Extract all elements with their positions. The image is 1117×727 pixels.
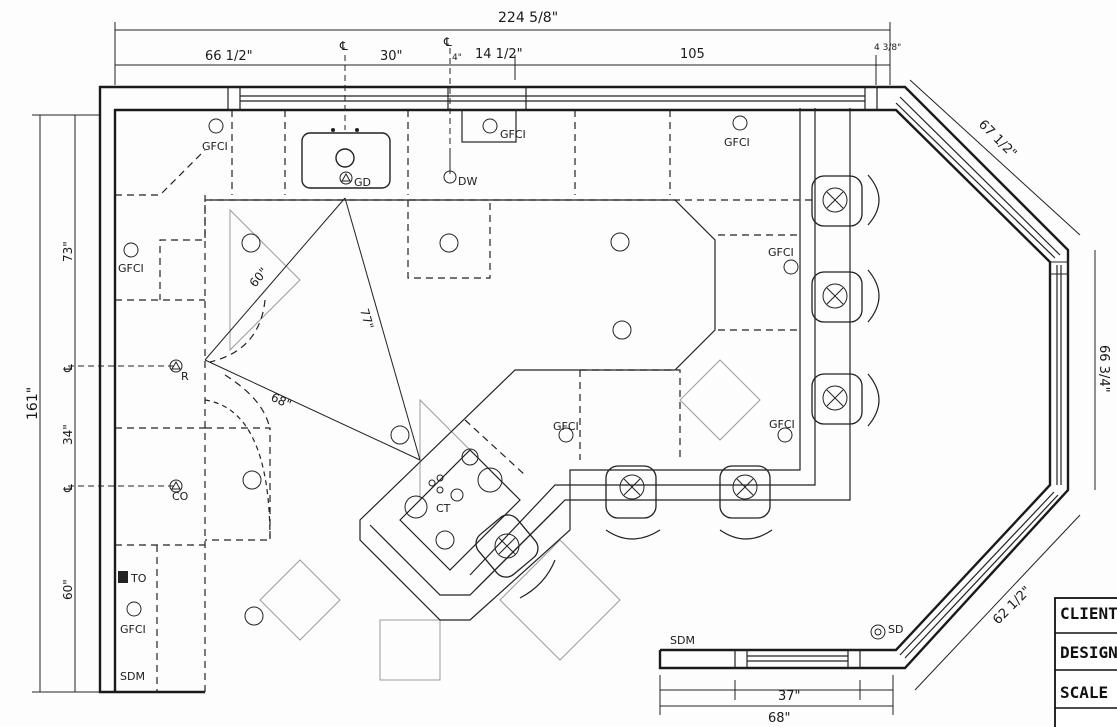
label-ct: CT: [436, 502, 451, 515]
label-sdm-bottom: SDM: [670, 634, 695, 647]
stool-3: [811, 373, 880, 427]
smoke-detector: [870, 624, 886, 640]
base-cabinets: [115, 110, 815, 692]
gfci-box: [461, 109, 517, 143]
recessed-lights: [241, 232, 632, 626]
fixture-labels: GFCI GFCI GFCI GFCI GFCI GFCI GFCI GFCI …: [118, 128, 903, 683]
stool-6: [475, 514, 556, 599]
bar-stools: [475, 174, 880, 599]
dim-top-small: 4": [452, 53, 462, 63]
cooktop: [399, 448, 521, 571]
dim-top-left: 66 1/2": [205, 49, 253, 64]
label-gfci-1: GFCI: [202, 140, 228, 153]
stool-5: [719, 465, 773, 540]
kitchen-island: [210, 108, 851, 621]
dim-left-lower: 60": [61, 579, 75, 600]
label-gd: GD: [354, 176, 371, 189]
sink: [301, 128, 391, 189]
label-gfci-4: GFCI: [118, 262, 144, 275]
label-to: TO: [130, 572, 147, 585]
upper-cabinets: [159, 195, 491, 541]
dim-island-c: 68": [269, 390, 294, 411]
dim-angle-top: 67 1/2": [975, 117, 1019, 161]
dw-marker: [443, 150, 457, 184]
angled-window-bottom: [899, 491, 1059, 659]
dimension-text: 224 5/8" 66 1/2" 30" 4" 14 1/2" 105 4 3/…: [25, 10, 1111, 726]
centerline-dw: ℄: [443, 35, 452, 49]
work-triangle: [204, 197, 421, 461]
right-window: [1049, 261, 1069, 485]
label-dw: DW: [458, 175, 477, 188]
floor-pattern: [229, 208, 761, 681]
top-window: [227, 86, 878, 111]
stool-4: [605, 465, 661, 540]
title-scale: SCALE: [1060, 683, 1108, 702]
centerline-sink: ℄: [339, 39, 348, 53]
dim-right-side: 66 3/4": [1096, 345, 1111, 393]
label-co: CO: [172, 490, 189, 503]
gfci-outlets: [123, 115, 799, 617]
label-gfci-2: GFCI: [500, 128, 526, 141]
dim-top-sink: 30": [380, 49, 403, 64]
angled-window-top: [895, 96, 1061, 259]
label-gfci-8: GFCI: [120, 623, 146, 636]
label-gfci-7: GFCI: [769, 418, 795, 431]
dim-top-dw: 14 1/2": [475, 47, 523, 62]
dim-top-right: 105: [680, 47, 705, 62]
dim-top-corner: 4 3/8": [874, 43, 901, 53]
to-outlet: [118, 571, 128, 583]
label-gfci-3: GFCI: [724, 136, 750, 149]
title-design: DESIGN: [1060, 643, 1117, 662]
dim-bottom-total: 68": [768, 711, 791, 726]
dim-left-upper: 73": [61, 241, 75, 262]
stool-1: [811, 174, 880, 227]
dimension-lines: [32, 22, 1096, 715]
dim-bottom-window: 37": [778, 689, 801, 704]
stool-2: [811, 269, 880, 323]
title-client: CLIENT: [1060, 604, 1117, 623]
dim-angle-bottom: 62 1/2": [990, 584, 1034, 628]
label-sd: SD: [888, 623, 903, 636]
dim-island-a: 60": [247, 265, 271, 290]
dim-left-mid: 34": [61, 424, 75, 445]
label-sdm-left: SDM: [120, 670, 145, 683]
dim-island-b: 77": [357, 307, 376, 331]
title-block: CLIENT DESIGN SCALE: [1054, 597, 1117, 727]
bottom-window: [734, 649, 861, 669]
dim-top-total: 224 5/8": [498, 10, 558, 26]
label-gfci-5: GFCI: [768, 246, 794, 259]
centerline-co: ℄: [61, 484, 75, 493]
dim-left-total: 161": [25, 387, 41, 420]
centerline-range: ℄: [61, 364, 75, 373]
label-gfci-6: GFCI: [553, 420, 579, 433]
label-r: R: [181, 370, 189, 383]
